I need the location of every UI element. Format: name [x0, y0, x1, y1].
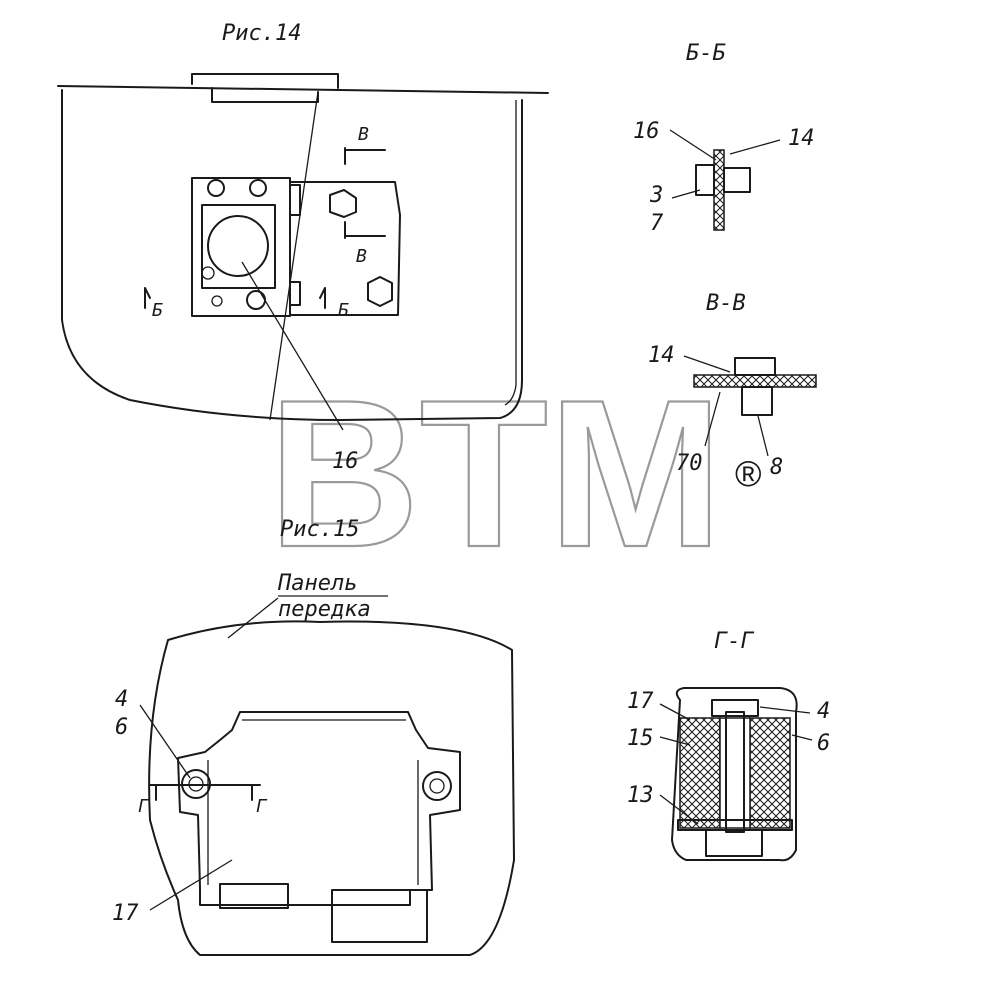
relay-housing [177, 711, 461, 906]
section-mark-v-top: В [358, 124, 369, 145]
section-bb-title: Б-Б [686, 41, 726, 66]
section-mark-b-right: Б [338, 300, 349, 321]
nut [705, 829, 763, 857]
callout-fig15-17: 17 [112, 901, 139, 926]
panel-top-edge [57, 85, 549, 94]
figure-14-title: Рис.14 [222, 21, 301, 46]
connector-right [331, 889, 428, 943]
callout-16: 16 [332, 449, 359, 474]
callout-fig15-4: 4 [115, 687, 128, 712]
section-vv-title: В-В [706, 291, 746, 316]
section-mark-v-bottom: В [356, 246, 367, 267]
watermark-text: BTM [268, 356, 723, 591]
section-mark-b-left: Б [152, 300, 163, 321]
figure-15-title: Рис.15 [280, 517, 359, 542]
registered-mark: ® [735, 453, 762, 494]
callout-fig15-6: 6 [115, 715, 128, 740]
bracket [289, 181, 401, 316]
panel-outline [148, 620, 515, 956]
bolt-head [711, 699, 759, 717]
panel-label-line2: передка [278, 597, 371, 622]
section-mark-g-left: Г [138, 796, 150, 817]
panel-top-bracket [191, 73, 339, 89]
section-mark-g-right: Г [256, 796, 268, 817]
callout-gg-13: 13 [627, 783, 654, 808]
callout-bb-7: 7 [650, 211, 664, 236]
callout-bb-3: 3 [649, 183, 663, 208]
section-gg-title: Г-Г [714, 629, 754, 654]
relay-body [207, 215, 269, 277]
panel-label-line1: Панель [277, 571, 357, 596]
callout-gg-17: 17 [627, 689, 654, 714]
connector-left [219, 883, 289, 909]
callout-vv-14: 14 [648, 343, 675, 368]
callout-gg-4: 4 [817, 699, 830, 724]
section-vv: В-В 14 70 8 [648, 291, 817, 480]
section-bb: Б-Б 16 14 3 7 [633, 41, 815, 236]
watermark: BTM ® [267, 355, 762, 592]
callout-gg-15: 15 [627, 726, 654, 751]
figure-14: Рис.14 Б Б В В 16 [57, 21, 549, 474]
callout-vv-8: 8 [770, 455, 783, 480]
section-gg: Г-Г 17 15 13 4 6 [627, 629, 830, 862]
callout-bb-14: 14 [788, 126, 815, 151]
nut-bottom [367, 276, 393, 307]
figure-15: Рис.15 Панель передка Г Г 4 6 17 [112, 517, 515, 956]
relay-mount-right [422, 771, 452, 801]
section-gg-outline [671, 687, 798, 862]
callout-bb-16: 16 [633, 119, 660, 144]
nut-top [329, 189, 357, 218]
callout-vv-70: 70 [676, 451, 703, 476]
callout-gg-6: 6 [817, 731, 830, 756]
